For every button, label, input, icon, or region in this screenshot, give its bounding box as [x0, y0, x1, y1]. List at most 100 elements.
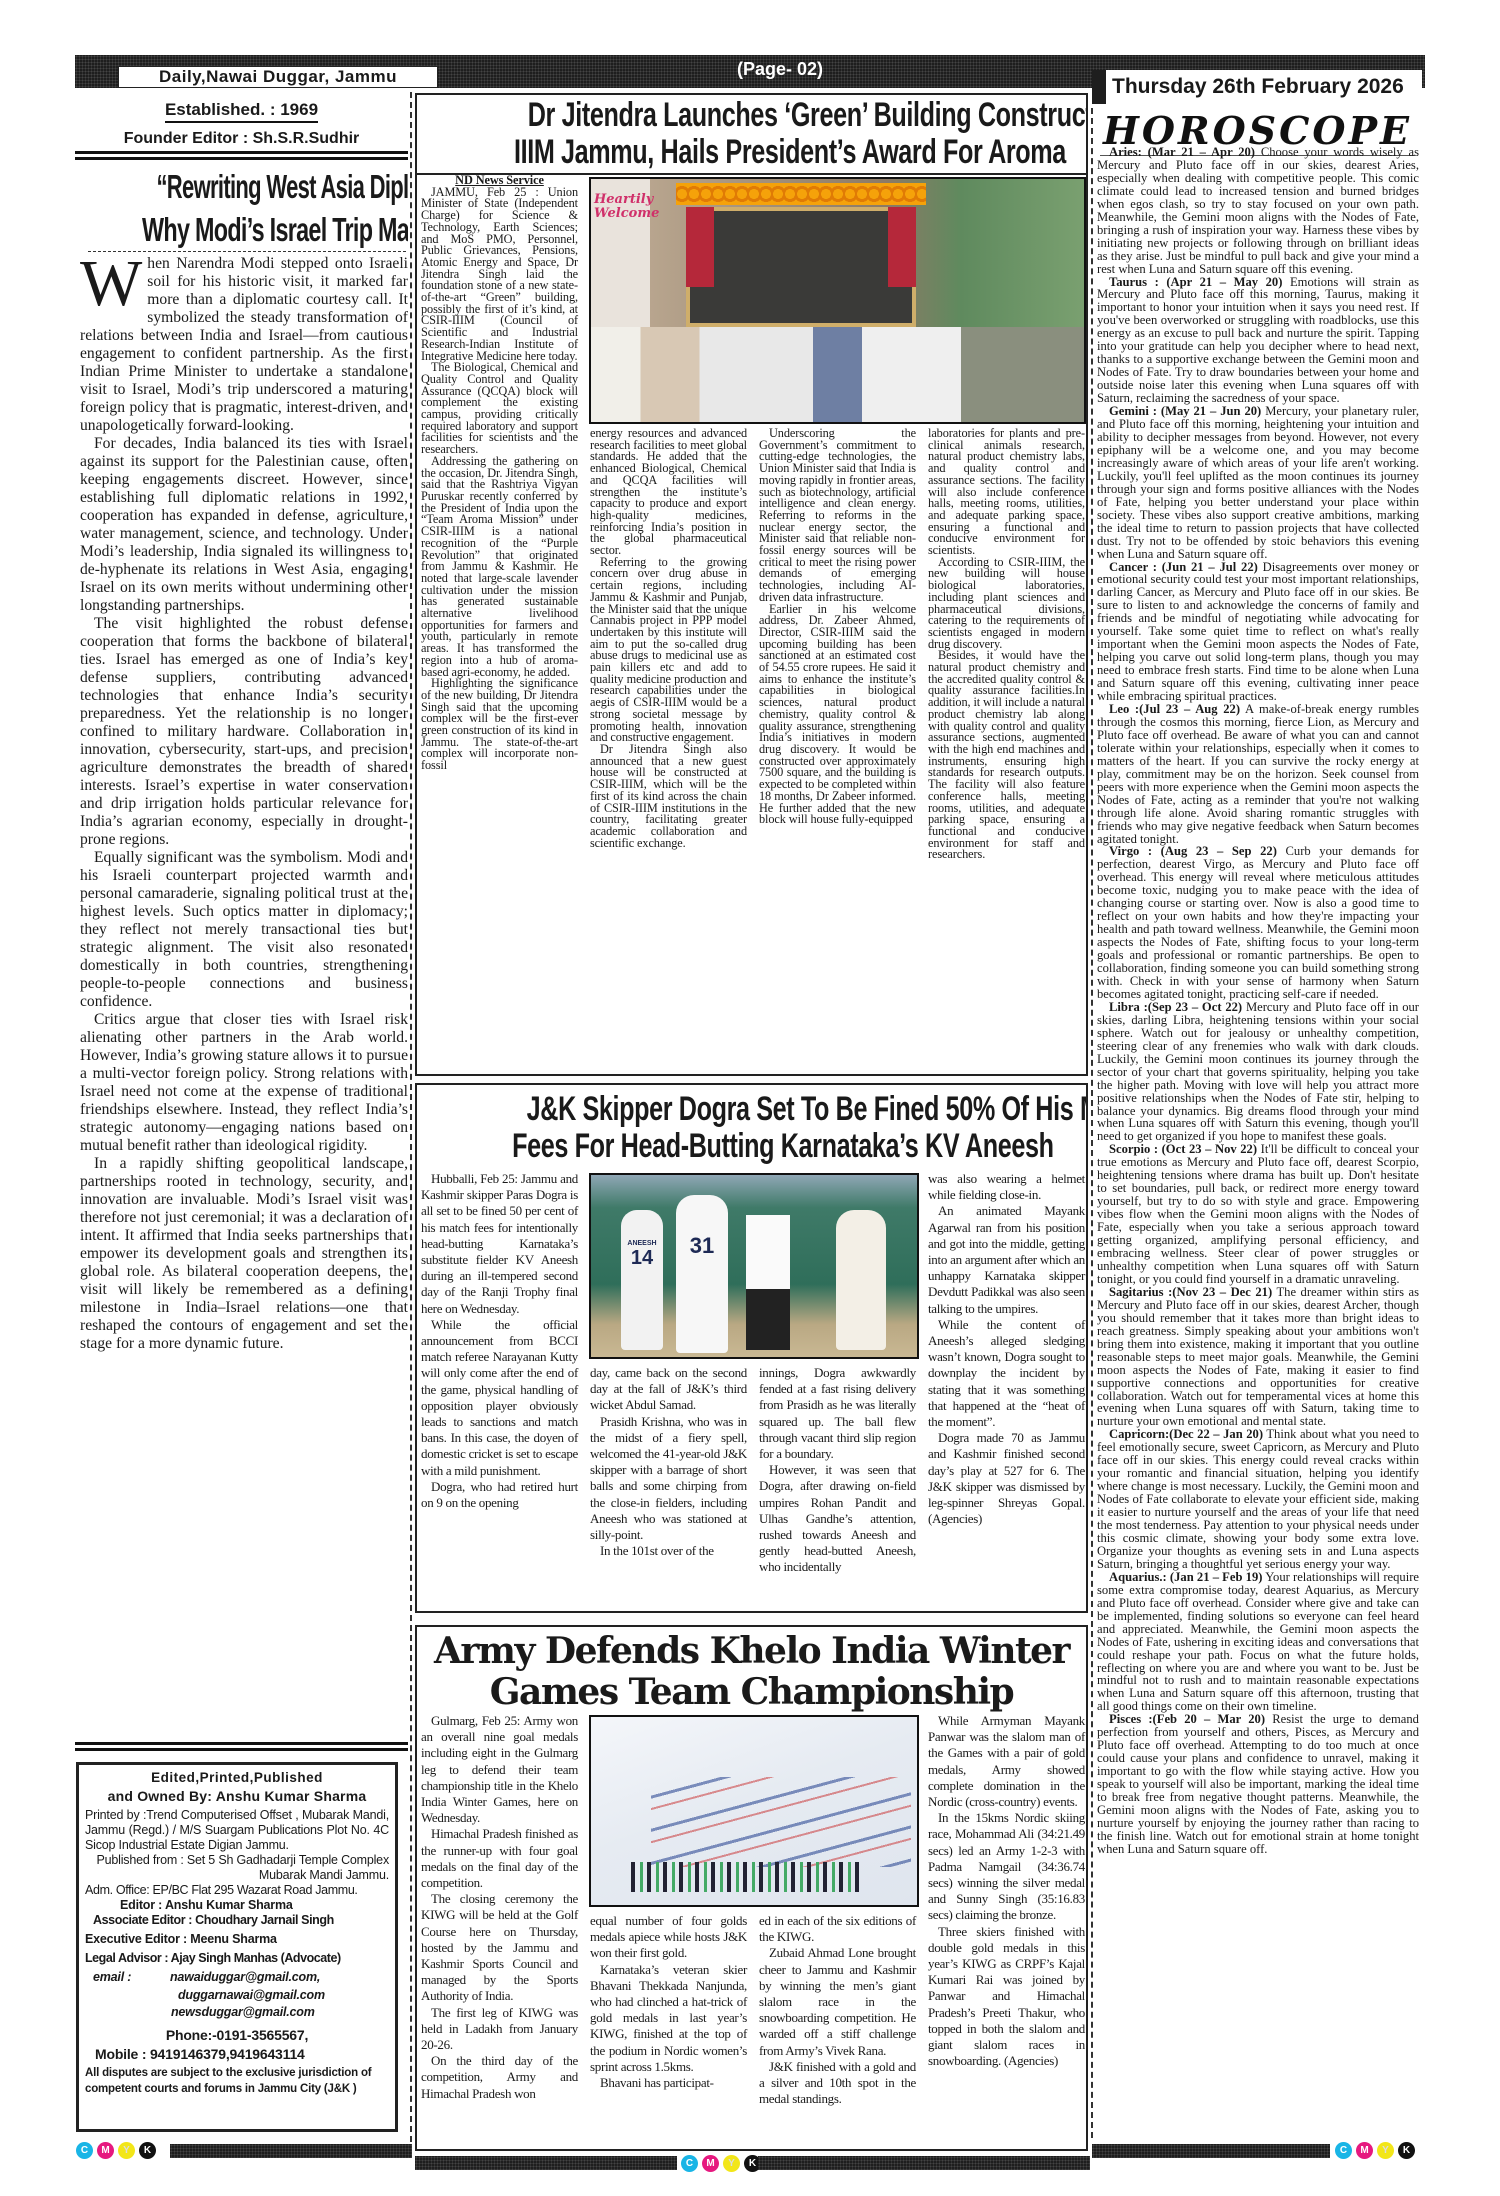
- sign-text: A make-of-break energy rumbles through t…: [1097, 701, 1419, 846]
- yellow-dot: Y: [723, 2155, 740, 2172]
- horoscope-entry: Leo :(Jul 23 – Aug 22) A make-of-break e…: [1097, 703, 1419, 845]
- article-paragraph: In the 15kms Nordic skiing race, Mohamma…: [928, 1810, 1085, 1923]
- article-paragraph: was also wearing a helmet while fielding…: [928, 1171, 1085, 1203]
- article-headline: J&K Skipper Dogra Set To Be Fined 50% Of…: [417, 1091, 1086, 1165]
- editorial-paragraph: In a rapidly shifting geopolitical lands…: [80, 1155, 408, 1352]
- jersey-number: 31: [689, 1233, 715, 1258]
- article-paragraph: According to CSIR-IIIM, the new building…: [928, 554, 1085, 651]
- article-paragraph: Gulmarg, Feb 25: Army won an overall nin…: [421, 1713, 578, 1826]
- article-column: Gulmarg, Feb 25: Army won an overall nin…: [421, 1713, 578, 2102]
- article-paragraph: The first leg of KIWG was held in Ladakh…: [421, 2004, 578, 2053]
- article-paragraph: In the 101st over of the: [600, 1543, 714, 1559]
- editorial-paragraph: Equally significant was the symbolism. M…: [80, 849, 408, 1010]
- horoscope-entry: Gemini : (May 21 – Jun 20) Mercury, your…: [1097, 405, 1419, 560]
- article-paragraph: Himachal Pradesh finished as the runner-…: [421, 1826, 578, 1891]
- marigold-garland: [676, 183, 926, 205]
- issue-date: Thursday 26th February 2026: [1092, 70, 1422, 104]
- article-paragraph: Besides, it would have the natural produ…: [928, 648, 1086, 862]
- cyan-dot: C: [1335, 2142, 1352, 2159]
- dignitaries: [591, 327, 1084, 422]
- paragraph-group: laboratories for plants and pre-clinical…: [928, 427, 1086, 862]
- article-paragraph: Earlier in his welcome address, Dr. Zabe…: [759, 601, 916, 827]
- headline-line: Games Team Championship: [489, 1671, 1015, 1713]
- headline-line: Why Modi’s Israel Trip Matters”: [142, 211, 408, 248]
- article-paragraph: Karnataka’s veteran skier Bhavani Thekka…: [590, 1961, 747, 2074]
- yellow-dot: Y: [118, 2142, 135, 2159]
- headline-line: IIIM Jammu, Hails President’s Award For …: [513, 133, 1066, 171]
- batsman-dogra: [836, 1210, 886, 1350]
- horoscope-entry: Aquarius.: (Jan 21 – Feb 19) Your relati…: [1097, 1570, 1419, 1713]
- article-paragraph: JAMMU, Feb 25 : Union Minister of State …: [421, 184, 578, 363]
- article-paragraph: The closing ceremony the KIWG will be he…: [421, 1891, 578, 2004]
- article-paragraph: On the third day of the competition, Arm…: [421, 2053, 578, 2101]
- sign-label: Sagitarius :(Nov 23 – Dec 21): [1109, 1284, 1273, 1299]
- imprint-box: Edited,Printed,Published and Owned By: A…: [76, 1762, 398, 2132]
- article-paragraph: However, it was seen that Dogra, after d…: [759, 1462, 916, 1575]
- paragraph-group: day, came back on the second day at the …: [590, 1365, 747, 1559]
- foundation-plaque: [686, 207, 916, 327]
- paragraph-group: equal number of four golds medals apiece…: [590, 1913, 747, 2091]
- sign-label: Scorpio : (Oct 23 – Nov 22): [1109, 1142, 1258, 1157]
- magenta-dot: M: [97, 2142, 114, 2159]
- phone: Phone:-0191-3565567,: [165, 2027, 309, 2043]
- article-headline: Dr Jitendra Launches ‘Green’ Building Co…: [417, 97, 1086, 175]
- paragraph-group: JAMMU, Feb 25 : Union Minister of State …: [421, 184, 578, 772]
- article-column: was also wearing a helmet while fielding…: [928, 1171, 1085, 1527]
- email-link[interactable]: newsduggar@gmail.com: [171, 2005, 315, 2019]
- email-link[interactable]: nawaiduggar@gmail.com,: [170, 1970, 321, 1984]
- headline-line: Dr Jitendra Launches ‘Green’ Building Co…: [527, 97, 1086, 134]
- jersey-name: ANEESH: [627, 1240, 657, 1247]
- yellow-dot: Y: [1377, 2142, 1394, 2159]
- article-paragraph: While the official announcement from BCC…: [421, 1316, 578, 1478]
- headline-line: Fees For Head-Butting Karnataka’s KV Ane…: [512, 1127, 1054, 1165]
- cyan-dot: C: [681, 2155, 698, 2172]
- email-label: email :: [93, 1970, 132, 1984]
- black-dot: K: [139, 2142, 156, 2159]
- curtain: [686, 207, 714, 287]
- sign-label: Pisces :(Feb 20 – Mar 20): [1109, 1712, 1266, 1727]
- article-paragraph: While Armyman Mayank Panwar was the slal…: [928, 1713, 1085, 1810]
- paragraph-group: For decades, India balanced its ties wit…: [80, 435, 408, 1353]
- footer-bar: [1092, 2144, 1330, 2158]
- imprint-heading: Edited,Printed,Published: [151, 1770, 323, 1785]
- sign-label: Taurus : (Apr 21 – May 20): [1109, 274, 1283, 289]
- cmyk-marks: C M Y K: [76, 2142, 156, 2159]
- paragraph-group: Hubballi, Feb 25: Jammu and Kashmir skip…: [421, 1171, 578, 1511]
- admin-office: Adm. Office: EP/BC Flat 295 Wazarat Road…: [85, 1883, 358, 1897]
- double-rule: [75, 151, 408, 160]
- sign-label: Gemini : (May 21 – Jun 20): [1109, 404, 1262, 419]
- footer-bar: [415, 2156, 677, 2170]
- sign-text: Choose your words wisely as Mercury and …: [1097, 146, 1419, 276]
- article-paragraph: Dr Jitendra Singh also announced that a …: [590, 741, 747, 850]
- double-rule: [75, 1742, 408, 1751]
- skiers-group: [631, 1862, 861, 1892]
- sign-text: Curb your demands for perfection, deares…: [1097, 844, 1419, 1001]
- editorial-paragraph: The visit highlighted the robust defense…: [80, 615, 408, 848]
- article-paragraph: Bhavani has participat-: [600, 2075, 714, 2091]
- jersey-number: 14: [630, 1247, 654, 1269]
- horoscope-body: Aries: (Mar 21 – Apr 20) Choose your wor…: [1097, 146, 1419, 2138]
- article-paragraph: Underscoring the Government’s commitment…: [759, 426, 916, 604]
- editorial-paragraph: Critics argue that closer ties with Isra…: [80, 1011, 408, 1154]
- article-paragraph: Dogra, who had retired hurt on 9 on the …: [421, 1478, 578, 1511]
- mobile: Mobile : 9419146379,9419643114: [95, 2046, 305, 2062]
- article-headline: Army Defends Khelo India Winter Games Te…: [417, 1631, 1086, 1713]
- sign-text: Mercury and Pluto face off in our skies,…: [1097, 999, 1419, 1144]
- article-paragraph: J&K finished with a gold and a silver an…: [759, 2058, 916, 2107]
- article-khelo-india: Army Defends Khelo India Winter Games Te…: [415, 1625, 1088, 2151]
- sign-label: Libra :(Sep 23 – Oct 22): [1109, 999, 1243, 1014]
- article-paragraph: energy resources and advanced research f…: [590, 426, 747, 558]
- black-dot: K: [1398, 2142, 1415, 2159]
- paragraph-group: ed in each of the six editions of the KI…: [759, 1913, 916, 2107]
- cyan-dot: C: [76, 2142, 93, 2159]
- sign-text: Disagreements over money or emotional se…: [1097, 559, 1419, 704]
- legal-advisor: Legal Advisor : Ajay Singh Manhas (Advoc…: [85, 1951, 341, 1965]
- printed-by: Printed by :Trend Computerised Offset , …: [85, 1808, 389, 1852]
- email-link[interactable]: duggarnawai@gmail.com: [178, 1988, 325, 2002]
- horoscope-entry: Capricorn:(Dec 22 – Jan 20) Think about …: [1097, 1428, 1419, 1570]
- horoscope-entry: Pisces :(Feb 20 – Mar 20) Resist the urg…: [1097, 1713, 1419, 1855]
- paragraph-group: innings, Dogra awkwardly fended at a fas…: [759, 1365, 916, 1576]
- horoscope-entry: Sagitarius :(Nov 23 – Dec 21) The dreame…: [1097, 1284, 1419, 1428]
- sign-text: It'll be difficult to conceal your true …: [1097, 1142, 1419, 1286]
- page-number: (Page- 02): [736, 59, 824, 79]
